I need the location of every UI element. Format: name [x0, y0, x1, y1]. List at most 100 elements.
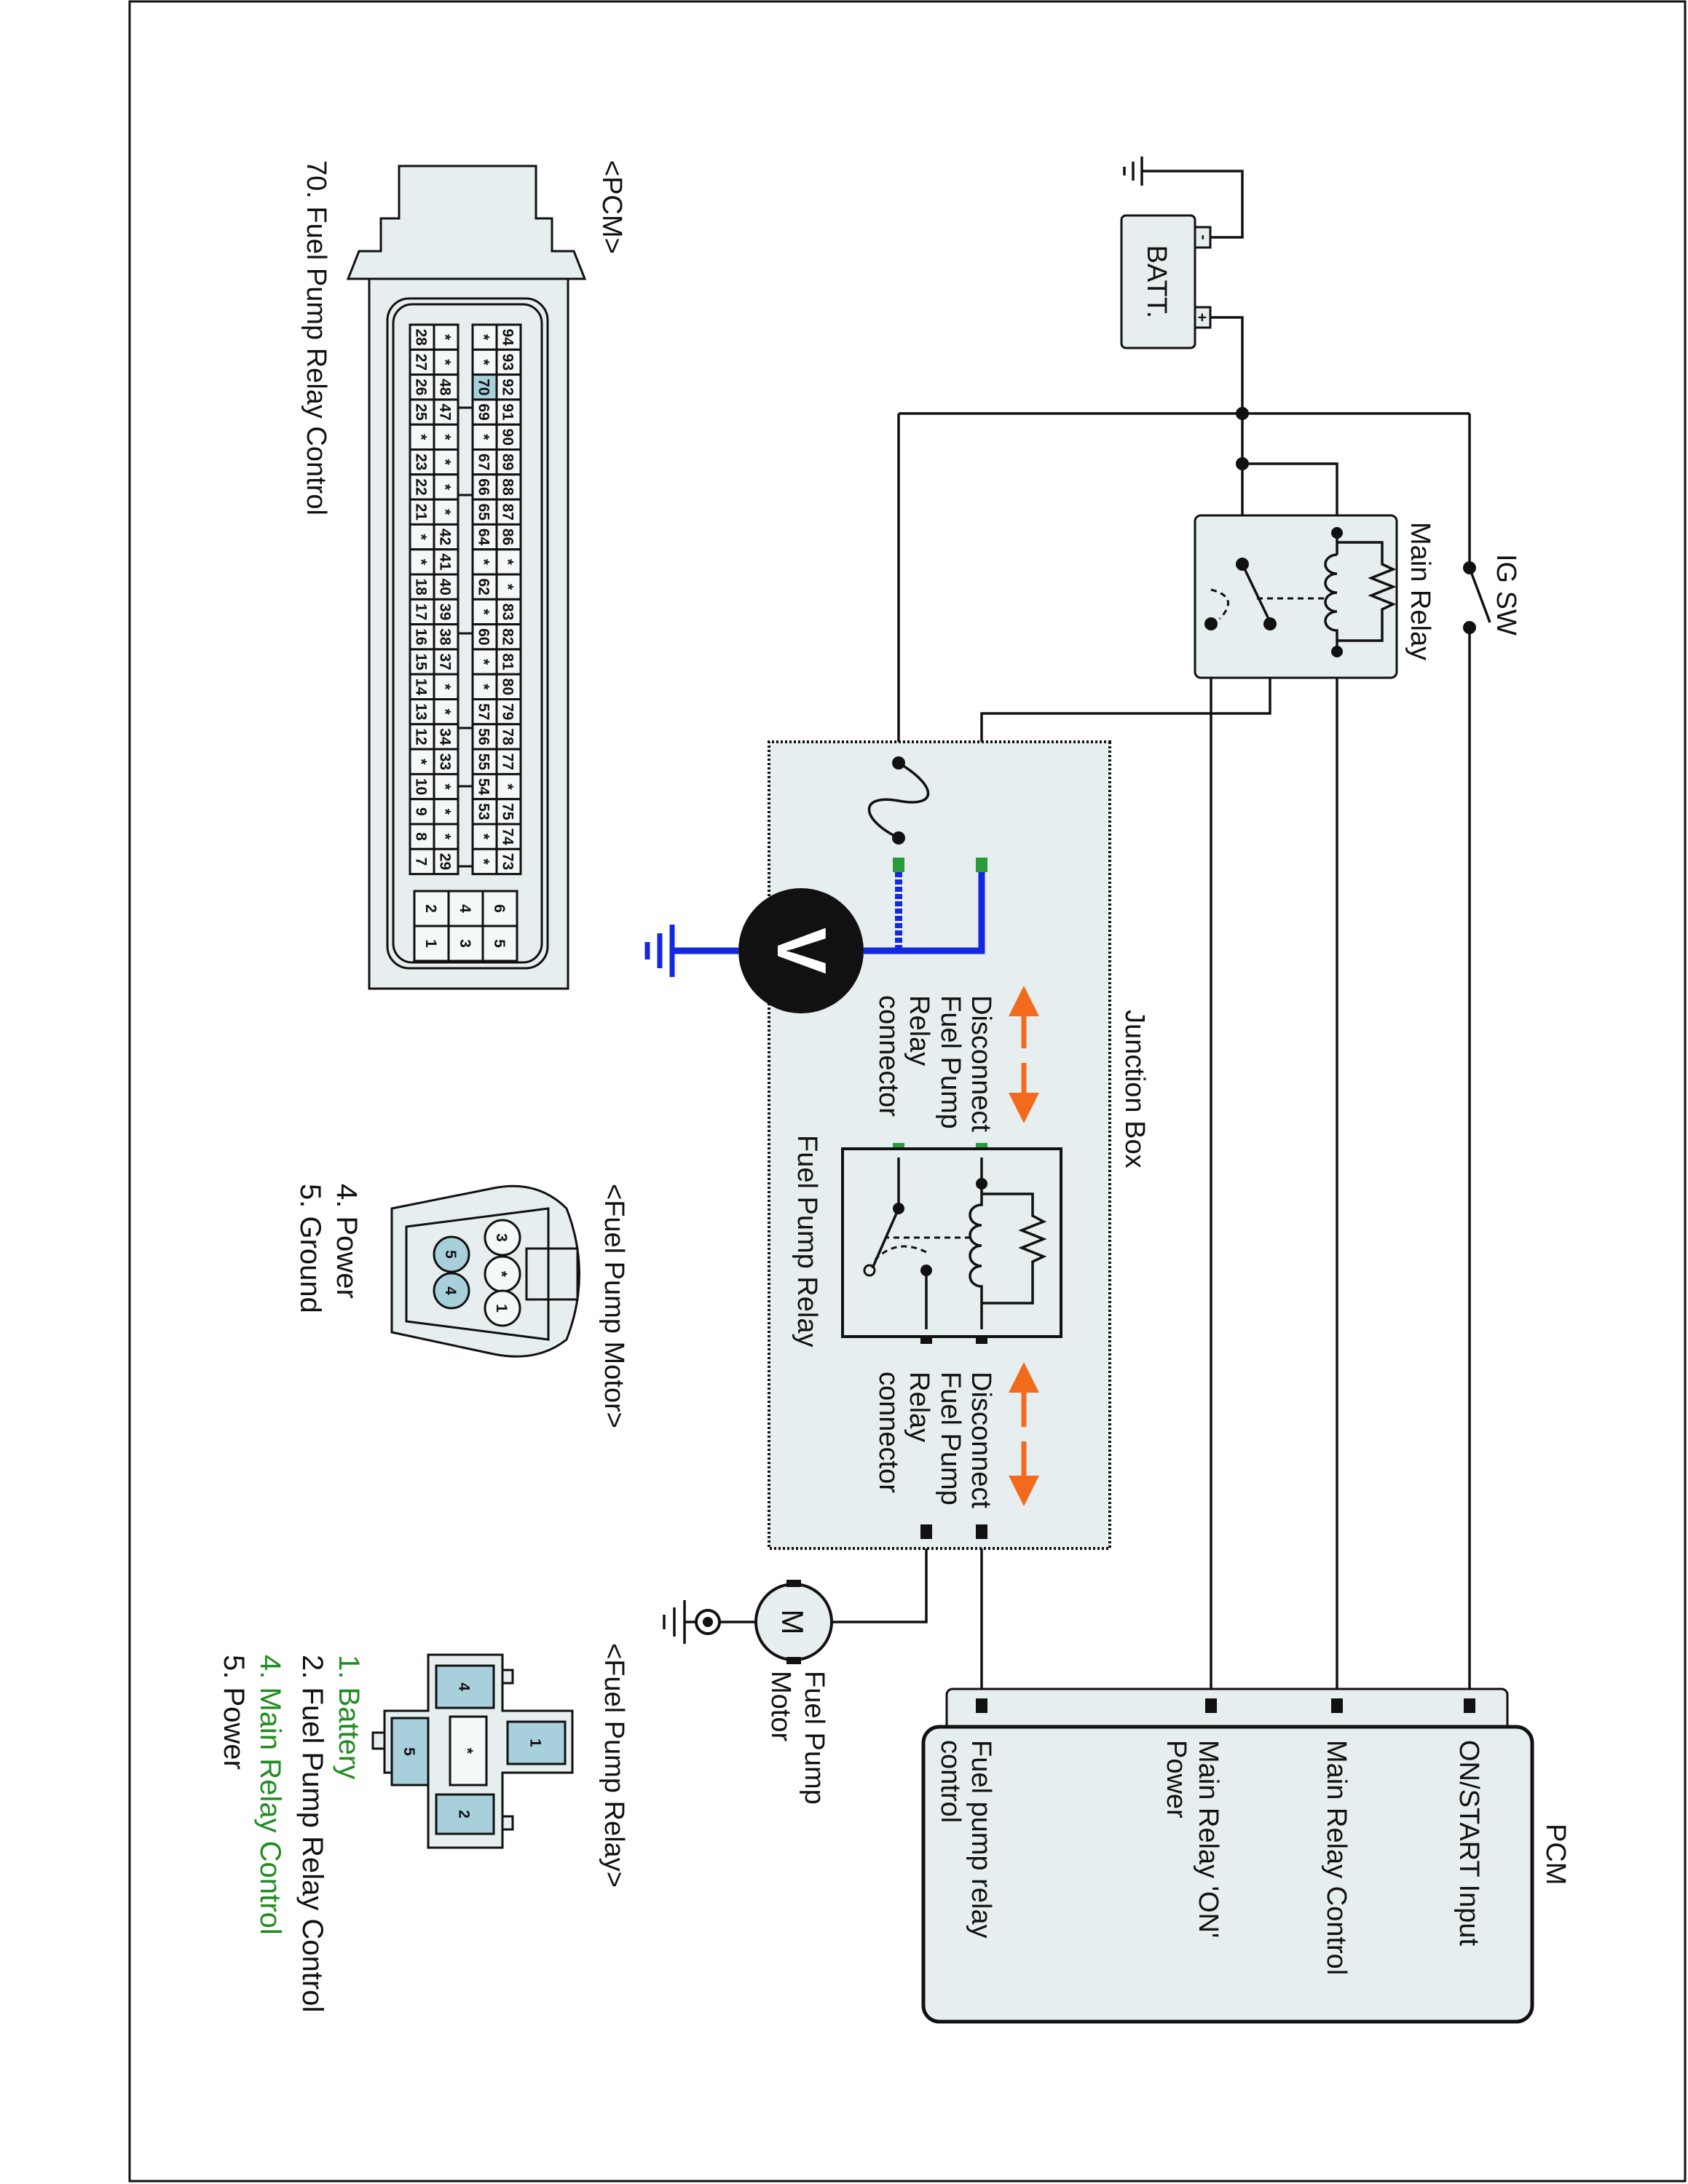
- disconnect-text: Relay: [904, 1372, 934, 1442]
- pin-number: 67: [476, 454, 492, 470]
- motor-legend-item: 4. Power: [331, 1184, 363, 1299]
- pin-number: 7: [413, 858, 430, 866]
- pin-number: 28: [413, 328, 430, 346]
- pcm-pin-cell: 25: [409, 398, 435, 426]
- pcm-pin-cell: *: [433, 473, 460, 501]
- pin-number: 16: [413, 628, 430, 645]
- motor-connector-pin: 3: [484, 1219, 521, 1257]
- pin-number: 65: [476, 504, 492, 521]
- pcm-pin-cell: 81: [495, 648, 522, 676]
- pcm-pin-cell: *: [471, 323, 498, 351]
- junction-dot: [1236, 407, 1249, 420]
- pcm-aux-pin-cell: 4: [447, 890, 484, 927]
- pin-number: 1: [527, 1738, 544, 1747]
- pin-number: 23: [413, 454, 430, 470]
- pcm-pin-cell: 12: [409, 723, 435, 751]
- pcm-pin-cell: *: [471, 648, 498, 676]
- pcm-pin-cell: 18: [409, 573, 435, 601]
- pcm-pin-cell: 22: [409, 473, 435, 501]
- motor-connector-title: <Fuel Pump Motor>: [599, 1184, 629, 1428]
- pcm-aux-pin-cell: 5: [481, 925, 518, 962]
- pcm-pin-cell: 17: [409, 598, 435, 626]
- disconnect-text: Relay: [904, 995, 934, 1066]
- pcm-aux-pin-cell: 2: [413, 890, 450, 927]
- fuel-pump-relay-connector: <Fuel Pump Relay> 4*215 1. Battery 2. Fu…: [218, 1643, 629, 2012]
- pin-number: 1: [422, 939, 439, 948]
- ig-switch: IG SW: [1463, 554, 1521, 636]
- pin-number: 2: [456, 1810, 473, 1819]
- pin-number: 6: [491, 904, 508, 913]
- pin-number: 9: [413, 807, 430, 816]
- pcm-pin-cell: 77: [495, 748, 522, 775]
- pcm-title: PCM: [1540, 1824, 1571, 1885]
- pcm-pin-cell: 87: [495, 498, 522, 526]
- pcm-pin-cell: 79: [495, 698, 522, 726]
- pcm-pin-cell: *: [471, 598, 498, 626]
- pin-number: 41: [437, 553, 454, 571]
- pcm-pin-cell: 27: [409, 348, 435, 376]
- junction-box-label: Junction Box: [1119, 1010, 1150, 1168]
- motor-legend-item: 5. Ground: [294, 1184, 326, 1313]
- pin-number: 39: [437, 604, 454, 620]
- pin-number: 13: [413, 703, 430, 720]
- pin-number: 60: [476, 628, 492, 645]
- voltmeter-label: V: [762, 927, 840, 974]
- pin-number: 38: [437, 628, 454, 646]
- pcm-pin-cell: 29: [433, 847, 460, 876]
- pcm-pin-cell: *: [433, 323, 460, 351]
- pcm-pin-label: Power: [1161, 1740, 1191, 1819]
- disconnect-note-1: Disconnect Fuel Pump Relay connector: [873, 986, 1039, 1132]
- pin-number: 17: [413, 604, 430, 620]
- relay-connector-pin: *: [449, 1715, 488, 1787]
- pcm-pin-cell: 10: [409, 772, 435, 801]
- pcm-pin: [1331, 1698, 1343, 1713]
- pcm-pin-cell: 13: [409, 698, 435, 726]
- pcm-pin-cell: 53: [471, 798, 498, 826]
- pin-number: *: [437, 809, 454, 815]
- battery-label: BATT.: [1141, 245, 1172, 319]
- connector-key: [457, 632, 474, 729]
- pcm-pin-cell: *: [471, 548, 498, 576]
- pin-number: 57: [476, 703, 492, 720]
- pin-number: 4: [442, 1286, 459, 1295]
- coil-icon: [969, 1184, 983, 1329]
- pcm-pin-cell: 37: [433, 648, 460, 676]
- connector-key: [457, 406, 474, 496]
- pin-number: 86: [500, 529, 516, 545]
- pcm-connector: <PCM> 70. Fuel Pump Relay Control 949392…: [301, 160, 627, 990]
- battery: - + BATT.: [1120, 214, 1212, 349]
- pin-number: 62: [476, 578, 492, 595]
- pcm-pin-cell: *: [471, 823, 498, 850]
- pcm-pin-cell: *: [409, 548, 435, 576]
- pcm-pin-cell: 38: [433, 623, 460, 651]
- pin-number: 48: [437, 379, 454, 396]
- pcm-pin-cell: 14: [409, 673, 435, 701]
- pcm-connector-caption: 70. Fuel Pump Relay Control: [301, 160, 331, 515]
- pcm-pin-cell: 57: [471, 698, 498, 726]
- pcm-pin-cell: *: [433, 423, 460, 451]
- pin-number: *: [459, 1748, 476, 1754]
- pcm-pin-cell: 23: [409, 448, 435, 476]
- pin-number: 69: [476, 403, 492, 420]
- pin-number: *: [476, 834, 492, 840]
- pcm-pin-cell: *: [471, 423, 498, 451]
- pin-number: *: [413, 759, 430, 765]
- pcm-pin-cell: 54: [471, 772, 498, 801]
- pcm-pin-cell: *: [433, 698, 460, 726]
- disconnect-text: Disconnect: [966, 1372, 996, 1508]
- pcm-pin-cell: 9: [409, 798, 435, 826]
- pin-number: 88: [500, 478, 516, 496]
- pcm-pin-cell: 73: [495, 847, 522, 876]
- pcm-aux-pin-cell: 1: [413, 925, 450, 962]
- relay-legend-item: 2. Fuel Pump Relay Control: [296, 1655, 328, 2012]
- pcm-pin-label: Main Relay 'ON': [1193, 1740, 1223, 1938]
- pcm-pin-cell: 82: [495, 623, 522, 651]
- relay-connector-pin: 5: [390, 1717, 430, 1787]
- pin-number: 2: [422, 904, 439, 913]
- pin-number: 73: [500, 853, 516, 870]
- pcm-pin-cell: 42: [433, 523, 460, 551]
- fuel-pump-motor: M Fuel Pump Motor: [663, 1580, 833, 1805]
- pin-number: 34: [437, 728, 454, 745]
